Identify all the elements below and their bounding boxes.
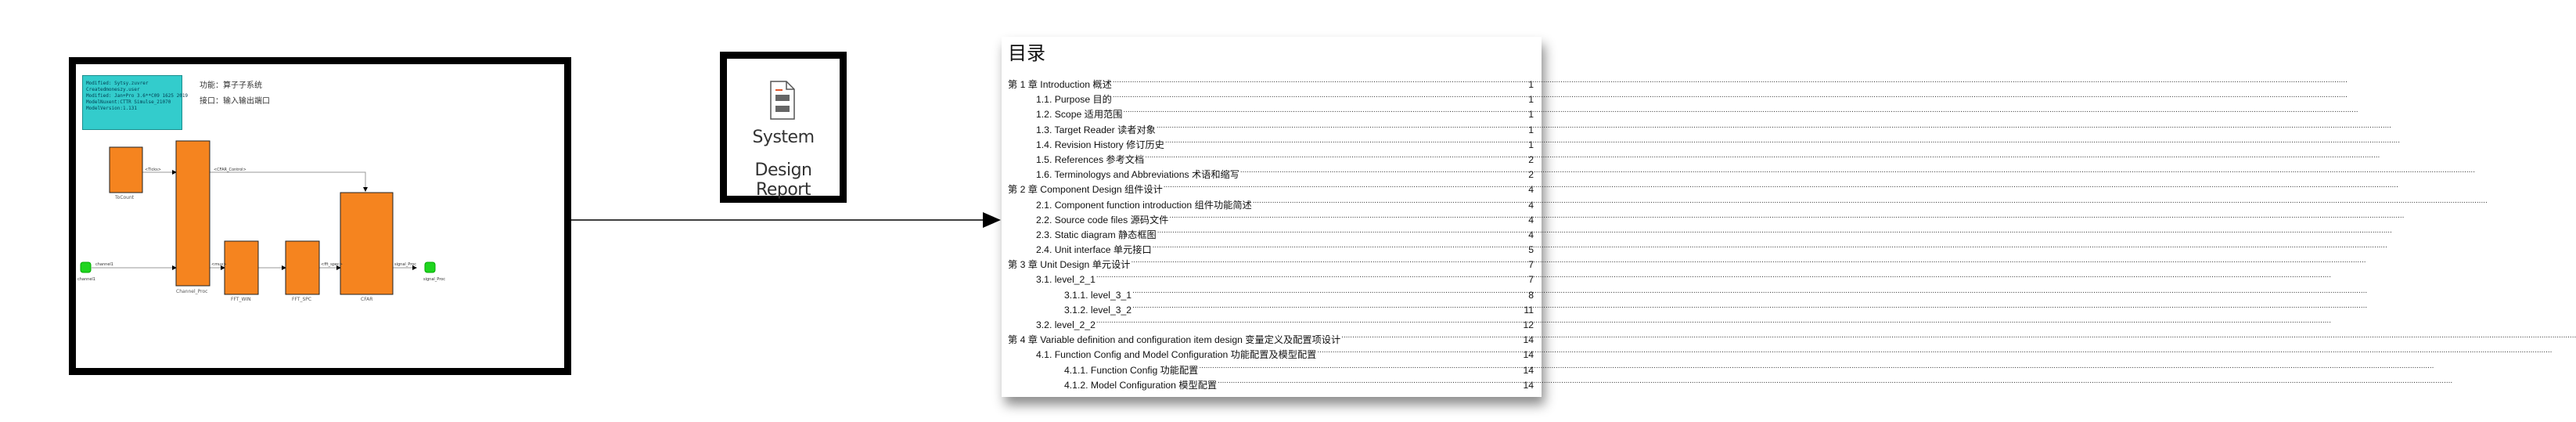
toc-leader-dots	[1131, 298, 2368, 313]
toc-leader-dots	[1217, 373, 2453, 388]
toc-entry-text: 第 2 章 Component Design 组件设计	[1008, 184, 1163, 196]
toc-title: 目录	[1008, 42, 1045, 64]
info-line: ModelNuxent:CTTR Simulse_21070	[86, 99, 171, 105]
toc-entry-text: 1.2. Scope 适用范围	[1036, 109, 1123, 121]
toc-entry[interactable]: 第 4 章 Variable definition and configurat…	[1008, 328, 2576, 345]
toc-entry[interactable]: 1.1. Purpose 目的1	[1008, 88, 2348, 105]
toc-entry-text: 1.3. Target Reader 读者对象	[1036, 124, 1156, 135]
toc-entry-text: 3.1.1. level_3_1	[1064, 289, 1132, 301]
toc-entry-text: 3.2. level_2_2	[1036, 319, 1096, 330]
tocount-label: ToCount	[114, 195, 135, 200]
report-title-line2: Design Report	[754, 161, 812, 200]
toc-entry[interactable]: 1.5. References 参考文档2	[1008, 148, 2380, 165]
toc-entry-text: 3.1. level_2_1	[1036, 274, 1096, 286]
table-of-contents: 目录 第 1 章 Introduction 概述11.1. Purpose 目的…	[1002, 37, 2576, 397]
outport-block	[424, 261, 436, 273]
toc-leader-dots	[1252, 193, 2486, 208]
toc-leader-dots	[1130, 253, 2365, 268]
fft-spec-block	[285, 240, 320, 295]
signal-label: signal_Proc	[394, 262, 416, 267]
toc-leader-dots	[1131, 283, 2368, 298]
fft-spec-label: FFT_SPC	[292, 297, 311, 302]
toc-leader-dots	[1168, 208, 2404, 223]
toc-entry[interactable]: 2.4. Unit interface 单元接口5	[1008, 238, 2387, 255]
model-diagram: ToCount Channel_Proc FFT_WIN FFT_SPC CFA…	[77, 140, 445, 302]
signal-label: <fft_spec>	[321, 262, 343, 267]
info-line: Modified: Jan+Pro 3.6**C09 1625 2019	[86, 93, 189, 99]
toc-leader-dots	[1340, 328, 2576, 343]
fft-win-label: FFT_WIN	[231, 297, 251, 302]
outport-label: signal_Proc	[423, 277, 445, 282]
model-info-annotation: Modified: Sytsy.zuvrer Createdmoneszy.us…	[82, 75, 189, 130]
toc-entry-text: 4.1.1. Function Config 功能配置	[1064, 364, 1199, 376]
signal-label: channel1	[95, 262, 113, 267]
toc-entry[interactable]: 第 1 章 Introduction 概述1	[1008, 73, 2348, 90]
toc-entry[interactable]: 1.2. Scope 适用范围1	[1008, 103, 2358, 120]
toc-leader-dots	[1112, 88, 2348, 103]
toc-leader-dots	[1152, 238, 2387, 253]
toc-entry-text: 2.4. Unit interface 单元接口	[1036, 244, 1152, 256]
toc-leader-dots	[1096, 313, 2330, 328]
toc-entry[interactable]: 3.2. level_2_212	[1008, 313, 2330, 330]
report-title-line1: System	[752, 128, 815, 147]
toc-entry[interactable]: 3.1. level_2_17	[1008, 268, 2332, 285]
toc-entry-text: 2.2. Source code files 源码文件	[1036, 214, 1169, 225]
system-design-report-icon[interactable]: System Design Report	[720, 52, 847, 203]
toc-entry[interactable]: 2.3. Static diagram 静态框图4	[1008, 223, 2394, 240]
info-line: Createdmoneszy.user	[86, 87, 140, 92]
info-line: ModelVersion:1.131	[86, 106, 138, 111]
toc-entry[interactable]: 1.4. Revision History 修订历史1	[1008, 133, 2401, 150]
toc-leader-dots	[1157, 223, 2394, 238]
toc-entry[interactable]: 3.1.1. level_3_18	[1008, 283, 2368, 301]
simulink-model-panel: Modified: Sytsy.zuvrer Createdmoneszy.us…	[69, 57, 571, 375]
inport-label: channel1	[77, 277, 95, 282]
toc-leader-dots	[1122, 103, 2357, 117]
toc-leader-dots	[1316, 343, 2553, 358]
toc-entry[interactable]: 4.1.1. Function Config 功能配置14	[1008, 359, 2434, 376]
toc-entry-text: 第 4 章 Variable definition and configurat…	[1008, 334, 1341, 346]
toc-list: 第 1 章 Introduction 概述11.1. Purpose 目的11.…	[1008, 73, 2576, 391]
toc-leader-dots	[1163, 178, 2400, 193]
toc-leader-dots	[1096, 268, 2332, 283]
function-note: 功能：算子子系统	[200, 81, 262, 90]
inport-block	[80, 261, 92, 273]
toc-leader-dots	[1164, 133, 2401, 148]
channel-proc-label: Channel_Proc	[176, 289, 207, 294]
fft-win-block	[224, 240, 259, 295]
toc-entry-text: 第 1 章 Introduction 概述	[1008, 79, 1112, 90]
flow-arrow	[571, 212, 1001, 228]
toc-entry-text: 1.1. Purpose 目的	[1036, 94, 1112, 106]
signal-label: <Ticks>	[145, 168, 161, 172]
toc-entry-text: 1.4. Revision History 修订历史	[1036, 139, 1164, 150]
toc-entry-text: 2.3. Static diagram 静态框图	[1036, 229, 1157, 240]
toc-leader-dots	[1156, 118, 2392, 133]
toc-entry-text: 4.1.2. Model Configuration 模型配置	[1064, 379, 1218, 391]
signal-label: <mux>	[211, 262, 226, 267]
cfar-block	[340, 192, 394, 295]
channel-proc-block	[175, 140, 210, 287]
signal-label: <CFAR_Control>	[214, 168, 246, 172]
info-line: Modified: Sytsy.zuvrer	[86, 81, 149, 86]
toc-entry[interactable]: 第 2 章 Component Design 组件设计4	[1008, 178, 2400, 195]
toc-leader-dots	[1198, 359, 2434, 373]
toc-entry[interactable]: 1.3. Target Reader 读者对象1	[1008, 118, 2392, 135]
document-icon	[770, 81, 795, 120]
interface-note: 接口：输入输出端口	[200, 97, 270, 106]
toc-leader-dots	[1239, 163, 2476, 178]
toc-entry-text: 1.5. References 参考文档	[1036, 153, 1145, 165]
tocount-block	[109, 146, 143, 193]
toc-leader-dots	[1112, 73, 2348, 88]
signal-line	[209, 171, 368, 192]
cfar-label: CFAR	[361, 297, 372, 302]
toc-entry[interactable]: 2.2. Source code files 源码文件4	[1008, 208, 2404, 225]
toc-entry[interactable]: 4.1.2. Model Configuration 模型配置14	[1008, 373, 2454, 391]
toc-leader-dots	[1144, 148, 2380, 163]
